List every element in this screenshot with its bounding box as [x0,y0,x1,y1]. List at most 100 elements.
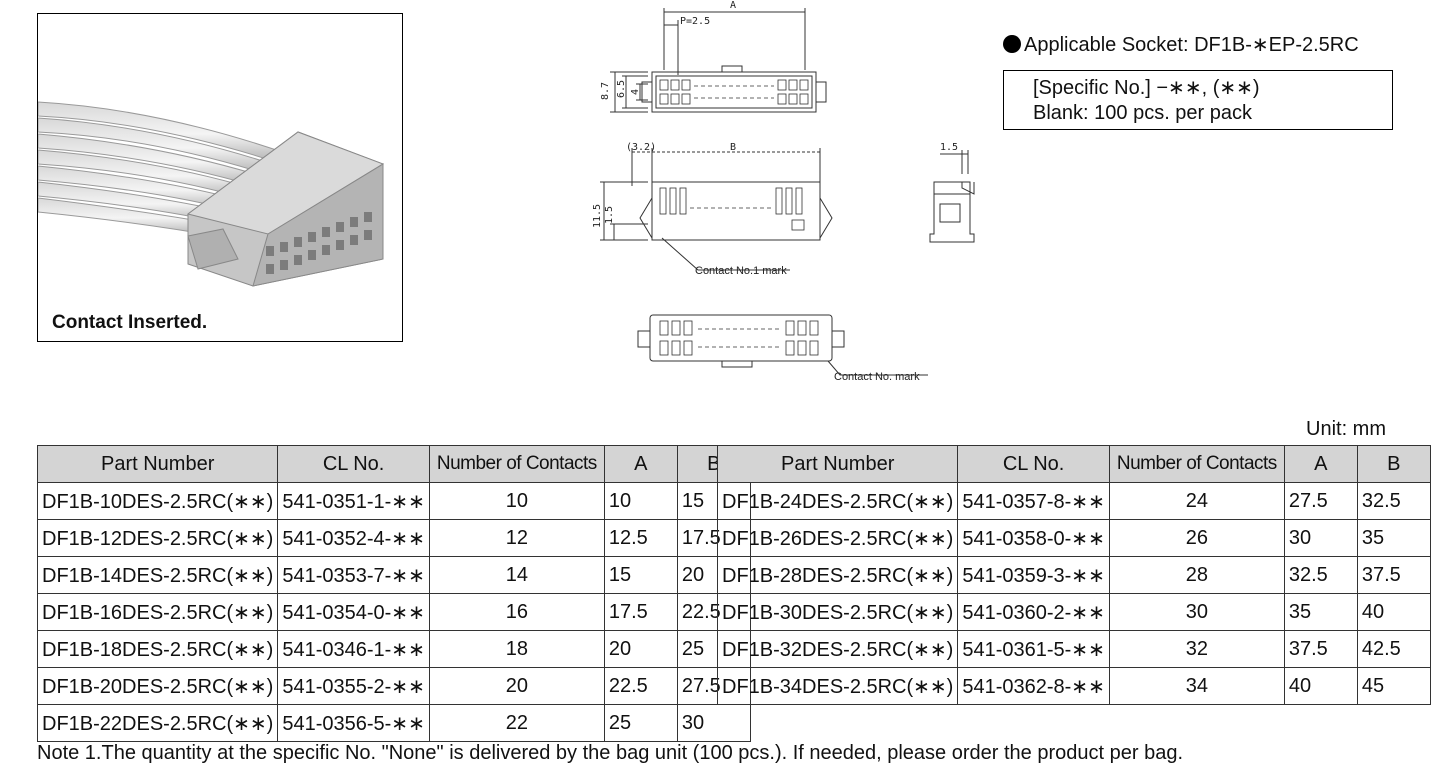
applicable-socket: Applicable Socket: DF1B-∗EP-2.5RC [1003,32,1359,57]
unit-label: Unit: mm [1306,418,1386,440]
header-part-number: Part Number [36,445,279,483]
cell-a: 22.5 [603,667,678,705]
header-number-of-contacts: Number of Contacts [428,445,605,483]
side-view-drawing: 1.5 [929,142,975,243]
cell-b: 37.5 [1356,556,1431,594]
cell-part-number: DF1B-20DES-2.5RC(∗∗) [36,667,279,705]
cell-a: 15 [603,556,678,594]
cell-cl-no: 541-0351-1-∗∗ [277,482,430,520]
cell-number-of-contacts: 16 [428,593,605,631]
bullet-dot-icon [1003,35,1021,53]
cell-a: 27.5 [1283,482,1358,520]
cell-a: 20 [603,630,678,668]
parts-table-right: Part Number CL No. Number of Contacts A … [716,445,1431,705]
cell-part-number: DF1B-32DES-2.5RC(∗∗) [716,630,959,668]
dim-pitch-label: P=2.5 [680,16,710,27]
footnote: Note 1.The quantity at the specific No. … [37,742,1183,764]
cell-part-number: DF1B-28DES-2.5RC(∗∗) [716,556,959,594]
cell-b: 42.5 [1356,630,1431,668]
header-cl-no: CL No. [957,445,1110,483]
cell-part-number: DF1B-16DES-2.5RC(∗∗) [36,593,279,631]
cell-number-of-contacts: 28 [1108,556,1285,594]
dim-1-5-label: 1.5 [604,206,615,224]
contact-no1-mark-label: Contact No.1 mark [695,265,787,277]
header-number-of-contacts: Number of Contacts [1108,445,1285,483]
header-a: A [603,445,678,483]
cell-b: 45 [1356,667,1431,705]
cell-part-number: DF1B-24DES-2.5RC(∗∗) [716,482,959,520]
cell-part-number: DF1B-18DES-2.5RC(∗∗) [36,630,279,668]
front-view-drawing: (3.2) B 11.5 1.5 Contact No.1 mark [592,142,833,277]
cell-a: 37.5 [1283,630,1358,668]
cell-b: 32.5 [1356,482,1431,520]
cell-a: 32.5 [1283,556,1358,594]
top-view-drawing: A P=2.5 8.7 6.5 4 [600,0,827,113]
cell-a: 10 [603,482,678,520]
header-b: B [1356,445,1431,483]
cell-b: 40 [1356,593,1431,631]
cell-cl-no: 541-0346-1-∗∗ [277,630,430,668]
cell-cl-no: 541-0360-2-∗∗ [957,593,1110,631]
cell-cl-no: 541-0356-5-∗∗ [277,704,430,742]
cell-a: 17.5 [603,593,678,631]
photo-caption: Contact Inserted. [52,312,208,333]
cell-cl-no: 541-0361-5-∗∗ [957,630,1110,668]
dim-4-label: 4 [630,89,641,95]
cell-number-of-contacts: 20 [428,667,605,705]
cell-part-number: DF1B-22DES-2.5RC(∗∗) [36,704,279,742]
specific-no-line: [Specific No.] −∗∗, (∗∗) [1033,77,1260,99]
cell-cl-no: 541-0355-2-∗∗ [277,667,430,705]
applicable-socket-text: Applicable Socket: DF1B-∗EP-2.5RC [1024,34,1359,56]
cell-cl-no: 541-0352-4-∗∗ [277,519,430,557]
cell-number-of-contacts: 12 [428,519,605,557]
dim-a-label: A [730,0,736,11]
cell-part-number: DF1B-14DES-2.5RC(∗∗) [36,556,279,594]
cell-a: 25 [603,704,678,742]
blank-pack-line: Blank: 100 pcs. per pack [1033,102,1253,124]
cell-part-number: DF1B-10DES-2.5RC(∗∗) [36,482,279,520]
dim-3-2-label: (3.2) [626,142,656,153]
cell-part-number: DF1B-30DES-2.5RC(∗∗) [716,593,959,631]
cell-a: 30 [1283,519,1358,557]
cell-cl-no: 541-0353-7-∗∗ [277,556,430,594]
dim-b-label: B [730,142,736,153]
product-photo-panel: Contact Inserted. [37,13,403,342]
cell-number-of-contacts: 30 [1108,593,1285,631]
cell-a: 35 [1283,593,1358,631]
cell-number-of-contacts: 18 [428,630,605,668]
cell-cl-no: 541-0362-8-∗∗ [957,667,1110,705]
header-a: A [1283,445,1358,483]
cell-cl-no: 541-0357-8-∗∗ [957,482,1110,520]
cell-part-number: DF1B-12DES-2.5RC(∗∗) [36,519,279,557]
cell-number-of-contacts: 26 [1108,519,1285,557]
dim-6-5-label: 6.5 [616,80,627,98]
cell-part-number: DF1B-34DES-2.5RC(∗∗) [716,667,959,705]
header-part-number: Part Number [716,445,959,483]
cell-number-of-contacts: 32 [1108,630,1285,668]
side-dim-1-5-label: 1.5 [940,142,958,153]
cell-number-of-contacts: 24 [1108,482,1285,520]
table-header-row: Part Number CL No. Number of Contacts A … [716,445,1431,483]
contact-no-mark-label: Contact No. mark [834,371,920,383]
table-header-row: Part Number CL No. Number of Contacts A … [36,445,751,483]
cell-number-of-contacts: 14 [428,556,605,594]
header-cl-no: CL No. [277,445,430,483]
parts-table-left: Part Number CL No. Number of Contacts A … [36,445,751,742]
cell-number-of-contacts: 22 [428,704,605,742]
specific-no-box: [Specific No.] −∗∗, (∗∗) Blank: 100 pcs.… [1003,70,1393,130]
cell-b: 30 [676,704,751,742]
connector-photo [38,101,385,287]
